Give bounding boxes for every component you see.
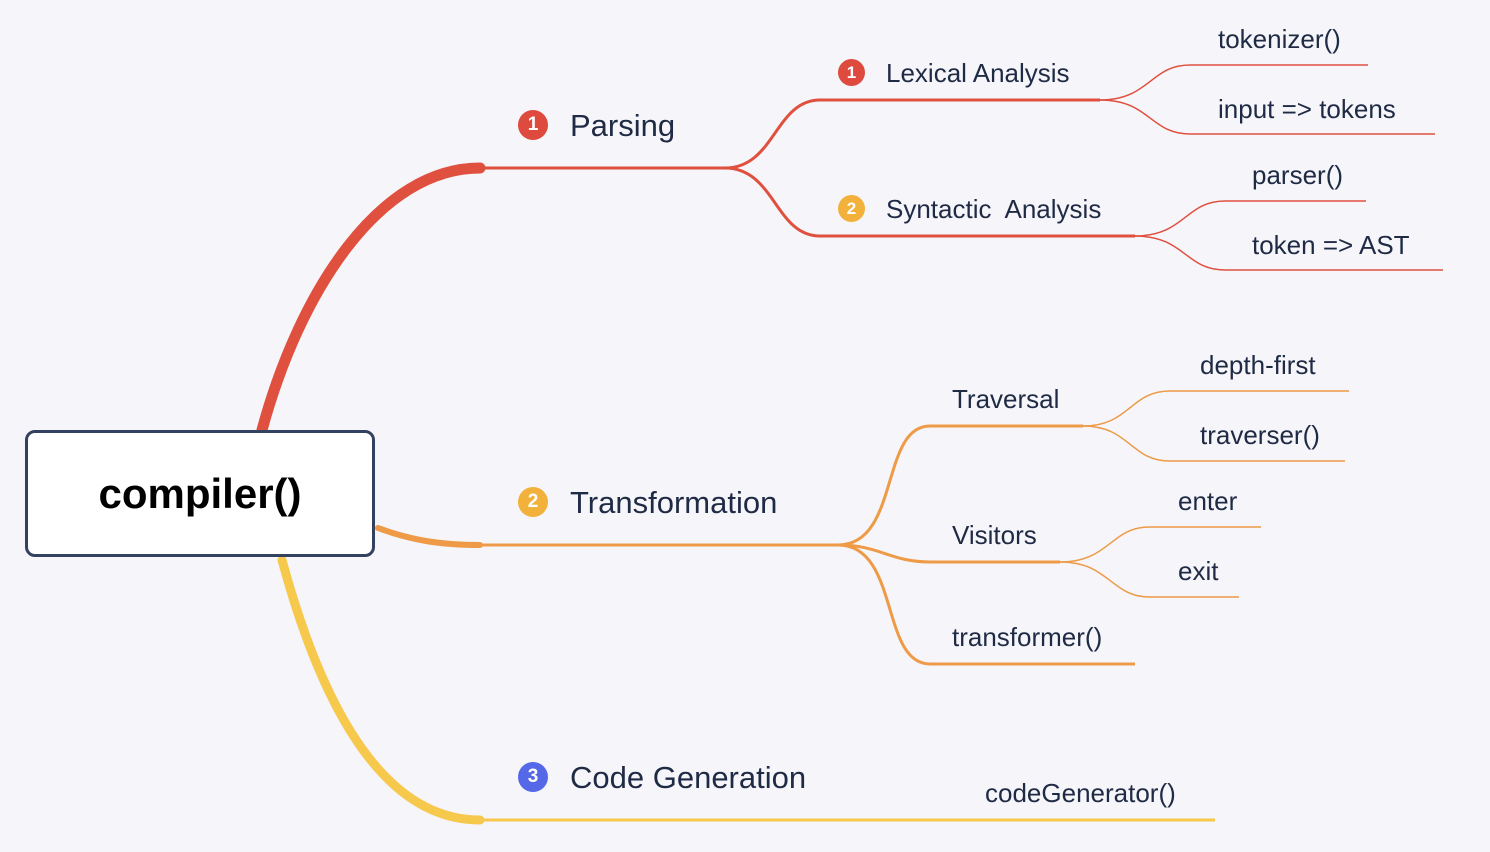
- connector-parsing-syntactic: [724, 166, 821, 238]
- leaf-parser[interactable]: parser(): [1252, 160, 1344, 190]
- connector-transformation-traversal: [837, 424, 931, 547]
- leaf-input-tokens[interactable]: input => tokens: [1218, 94, 1396, 124]
- node-visitors[interactable]: Visitors: [952, 520, 1037, 550]
- connector-lexical-tokenizer: [1099, 64, 1191, 101]
- root-node-compiler[interactable]: compiler(): [25, 430, 375, 557]
- number-badge-3-icon: 3: [518, 762, 548, 792]
- number-badge-2-icon: 2: [838, 195, 865, 222]
- node-traversal[interactable]: Traversal: [952, 384, 1060, 414]
- connector-traversal-depth: [1082, 390, 1171, 427]
- leaf-traverser[interactable]: traverser(): [1200, 420, 1320, 450]
- number-badge-2-icon: 2: [518, 487, 548, 517]
- branch-parsing[interactable]: Parsing: [570, 108, 676, 143]
- connector-root-parsing: [256, 162, 486, 436]
- node-lexical-analysis[interactable]: Lexical Analysis: [886, 58, 1070, 88]
- leaf-depth-first[interactable]: depth-first: [1200, 350, 1316, 380]
- connector-lexical-input: [1099, 99, 1191, 135]
- connector-syntactic-ast: [1134, 235, 1226, 271]
- leaf-exit[interactable]: exit: [1178, 556, 1219, 586]
- root-node-label: compiler(): [98, 469, 302, 517]
- leaf-tokenizer[interactable]: tokenizer(): [1218, 24, 1341, 54]
- branch-transformation[interactable]: Transformation: [570, 485, 778, 520]
- connector-root-transformation: [375, 525, 483, 548]
- node-syntactic-analysis[interactable]: Syntactic Analysis: [886, 194, 1102, 224]
- leaf-enter[interactable]: enter: [1178, 486, 1238, 516]
- connector-parsing-lexical: [724, 98, 821, 170]
- number-badge-1-icon: 1: [838, 59, 865, 86]
- connector-syntactic-parser: [1134, 200, 1226, 237]
- node-transformer[interactable]: transformer(): [952, 622, 1103, 652]
- branch-code-generation[interactable]: Code Generation: [570, 760, 807, 795]
- node-code-generator[interactable]: codeGenerator(): [985, 778, 1176, 808]
- connector-traversal-traverser: [1082, 425, 1171, 462]
- connector-transformation-transformer: [837, 543, 931, 666]
- number-badge-1-icon: 1: [518, 110, 548, 140]
- leaf-token-ast[interactable]: token => AST: [1252, 230, 1410, 260]
- connector-visitors-enter: [1059, 526, 1151, 563]
- connector-visitors-exit: [1059, 561, 1151, 598]
- connector-root-codegen: [277, 555, 485, 825]
